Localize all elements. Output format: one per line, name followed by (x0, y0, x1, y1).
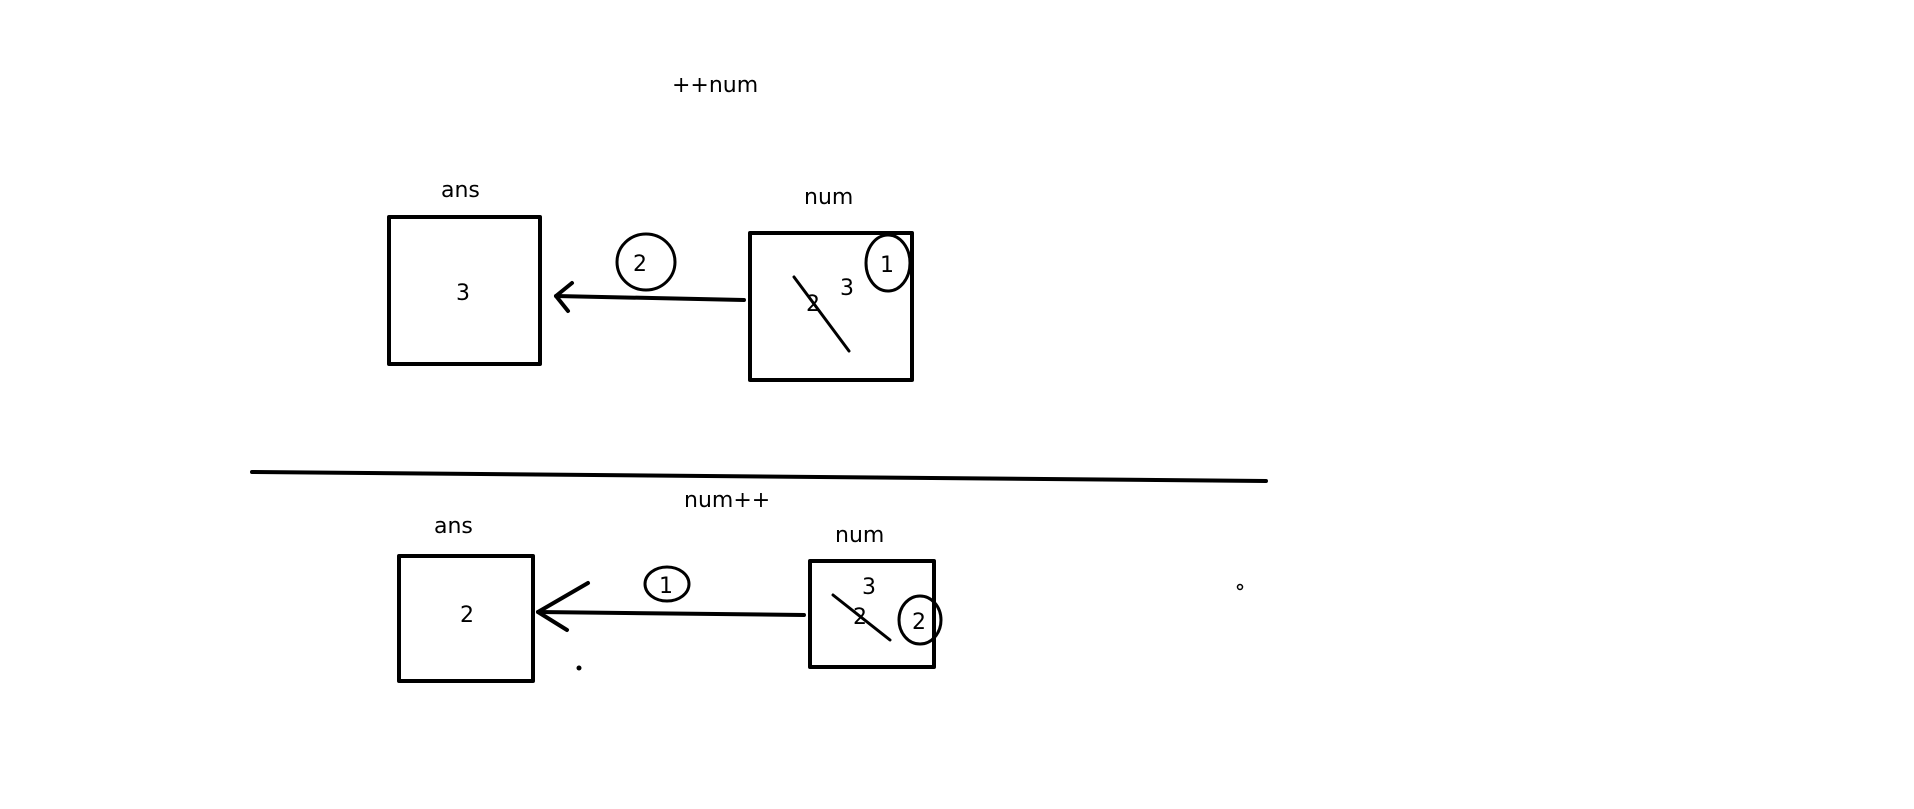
step-marker-number: 1 (659, 574, 673, 599)
ans-box (387, 215, 542, 366)
section-divider (250, 470, 1268, 483)
ans-value: 2 (460, 603, 474, 628)
num-new-value: 3 (840, 276, 854, 301)
strike-through-mark (831, 593, 892, 642)
step-marker-circle (897, 594, 943, 646)
assign-arrow-shaft (536, 610, 806, 617)
ans-value: 3 (456, 281, 470, 306)
strike-through-mark (792, 275, 851, 353)
pre-increment-section: ++num ans 3 2 num 2 3 1 (387, 73, 914, 382)
step-marker-number: 1 (880, 253, 894, 278)
num-new-value: 3 (862, 575, 876, 600)
num-label: num (835, 523, 884, 548)
num-box (808, 559, 936, 669)
stray-dot (1236, 583, 1244, 591)
post-increment-title: num++ (684, 488, 770, 513)
step-marker-number: 2 (912, 610, 926, 635)
post-increment-section: num++ ans 2 1 num 3 2 2 (397, 488, 1244, 683)
stray-dot (576, 665, 582, 671)
step-marker-circle (864, 233, 912, 293)
step-marker-circle (615, 232, 677, 292)
assign-arrow-shaft (554, 294, 746, 302)
step-marker-circle (643, 565, 691, 603)
ans-label: ans (434, 514, 473, 539)
assign-arrow-head (536, 581, 590, 632)
assign-arrow-head (554, 281, 574, 313)
ans-label: ans (441, 178, 480, 203)
num-box (748, 231, 914, 382)
pre-increment-title: ++num (672, 73, 758, 98)
step-marker-number: 2 (633, 252, 647, 277)
ans-box (397, 554, 535, 683)
num-label: num (804, 185, 853, 210)
